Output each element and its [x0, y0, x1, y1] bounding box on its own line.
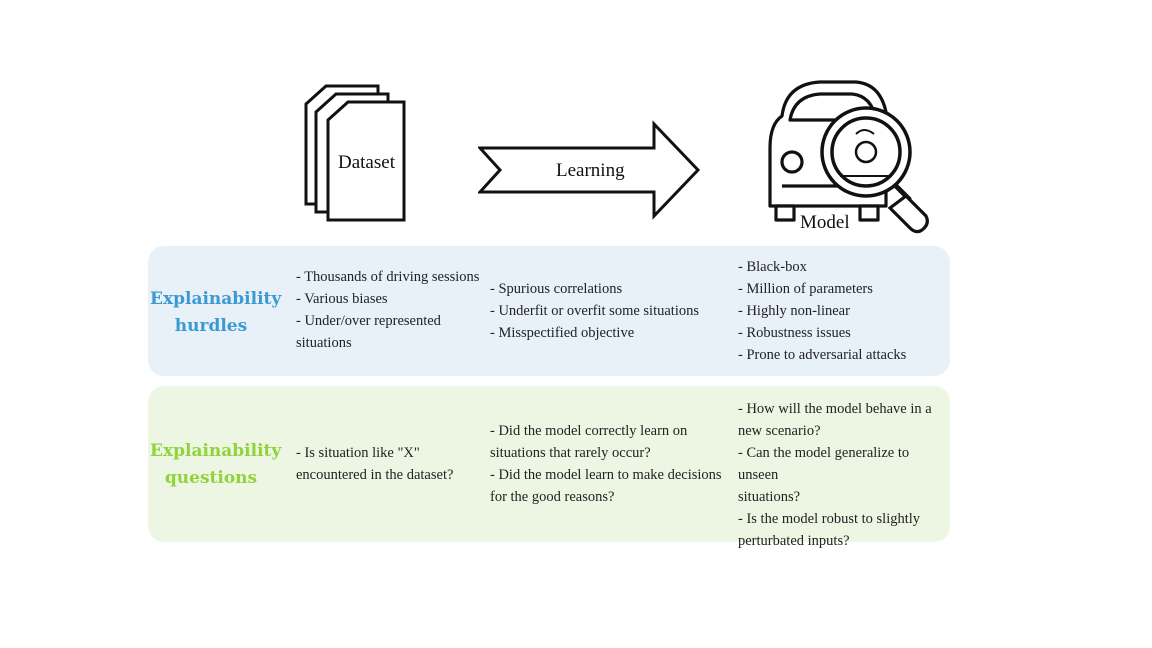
questions-panel — [148, 386, 950, 542]
model-label: Model — [800, 212, 850, 233]
hurdles-learning-column: - Spurious correlations - Underfit or ov… — [490, 281, 699, 341]
hurdles-model-column: - Black-box - Million of parameters - Hi… — [738, 259, 907, 363]
dataset-icon — [304, 84, 406, 222]
learning-label: Learning — [556, 160, 625, 181]
hurdles-panel — [148, 246, 950, 376]
learning-arrow-icon — [478, 120, 701, 220]
hurdles-row-label: Explainability hurdles — [150, 289, 282, 336]
questions-dataset-column: - Is situation like "X" encountered in t… — [296, 445, 454, 483]
questions-row-label: Explainability questions — [150, 441, 282, 488]
hurdles-dataset-column: - Thousands of driving sessions - Variou… — [296, 269, 480, 351]
questions-model-column: - How will the model behave in a new sce… — [738, 401, 932, 549]
dataset-label: Dataset — [338, 152, 395, 173]
questions-learning-column: - Did the model correctly learn on situa… — [490, 423, 722, 505]
car-magnifier-icon — [768, 80, 929, 234]
